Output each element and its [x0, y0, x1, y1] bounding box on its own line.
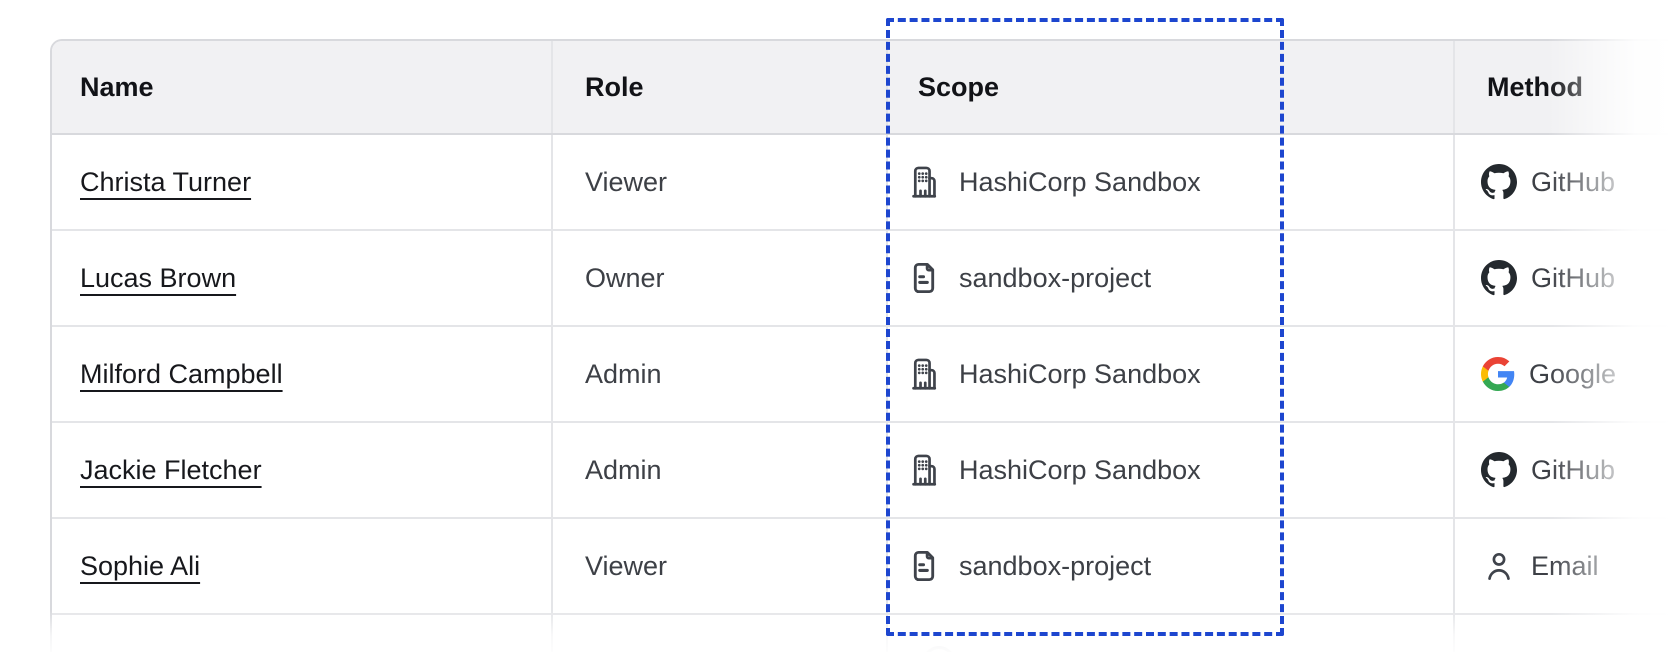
- method-value: Google: [1529, 358, 1617, 389]
- role-value: Admin: [553, 327, 888, 421]
- file-document-icon: [905, 547, 943, 585]
- scope-value: HashiCorp Sandbox: [959, 454, 1201, 485]
- column-header-scope: Scope: [888, 41, 1455, 133]
- org-building-icon: [905, 355, 943, 393]
- member-name-link[interactable]: Christa Turner: [80, 166, 252, 197]
- partial-scope-cell: [888, 615, 1455, 652]
- google-icon: [1481, 357, 1515, 391]
- method-value: GitHub: [1531, 262, 1616, 293]
- table-row: Lucas Brown Owner sandbox-project GitHub: [52, 231, 1672, 327]
- method-cell: GitHub: [1455, 135, 1672, 229]
- scope-cell: sandbox-project: [888, 231, 1455, 325]
- github-icon: [1481, 260, 1517, 296]
- method-cell: GitHub: [1455, 423, 1672, 517]
- org-building-icon: [905, 163, 943, 201]
- role-value: Viewer: [553, 519, 888, 613]
- role-value: Owner: [553, 231, 888, 325]
- table-row-partial: [52, 615, 1672, 652]
- org-building-icon: [905, 451, 943, 489]
- table-row: Sophie Ali Viewer sandbox-project Email: [52, 519, 1672, 615]
- name-cell: Lucas Brown: [52, 231, 553, 325]
- column-header-name: Name: [52, 41, 553, 133]
- github-icon: [1481, 164, 1517, 200]
- method-cell: GitHub: [1455, 231, 1672, 325]
- scope-value: HashiCorp Sandbox: [959, 358, 1201, 389]
- github-icon: [1481, 452, 1517, 488]
- partial-method-cell: [1455, 615, 1672, 652]
- member-name-link[interactable]: Lucas Brown: [80, 262, 237, 293]
- scope-value: sandbox-project: [959, 550, 1152, 581]
- member-name-link[interactable]: Jackie Fletcher: [80, 454, 262, 485]
- scope-value: sandbox-project: [959, 262, 1152, 293]
- name-cell: Jackie Fletcher: [52, 423, 553, 517]
- scope-cell: HashiCorp Sandbox: [888, 327, 1455, 421]
- table-row: Christa Turner Viewer HashiCorp Sandbox G…: [52, 135, 1672, 231]
- member-name-link[interactable]: Sophie Ali: [80, 550, 201, 581]
- method-value: GitHub: [1531, 454, 1616, 485]
- column-header-method: Method: [1487, 71, 1583, 102]
- person-icon: [1481, 548, 1517, 584]
- table-header-row: Name Role Scope Method: [52, 41, 1672, 135]
- method-cell: Email: [1455, 519, 1672, 613]
- method-value: Email: [1531, 550, 1599, 581]
- scope-cell: HashiCorp Sandbox: [888, 423, 1455, 517]
- partial-name-cell: [52, 615, 553, 652]
- name-cell: Christa Turner: [52, 135, 553, 229]
- partial-role-cell: [553, 615, 888, 652]
- scope-cell: sandbox-project: [888, 519, 1455, 613]
- name-cell: Milford Campbell: [52, 327, 553, 421]
- member-name-link[interactable]: Milford Campbell: [80, 358, 283, 389]
- role-value: Admin: [553, 423, 888, 517]
- scope-cell: HashiCorp Sandbox: [888, 135, 1455, 229]
- role-value: Viewer: [553, 135, 888, 229]
- file-document-icon: [905, 259, 943, 297]
- table-row: Jackie Fletcher Admin HashiCorp Sandbox G…: [52, 423, 1672, 519]
- partial-scope-icon: [923, 646, 955, 652]
- name-cell: Sophie Ali: [52, 519, 553, 613]
- column-header-role: Role: [553, 41, 888, 133]
- method-value: GitHub: [1531, 166, 1616, 197]
- method-cell: Google: [1455, 327, 1672, 421]
- scope-value: HashiCorp Sandbox: [959, 166, 1201, 197]
